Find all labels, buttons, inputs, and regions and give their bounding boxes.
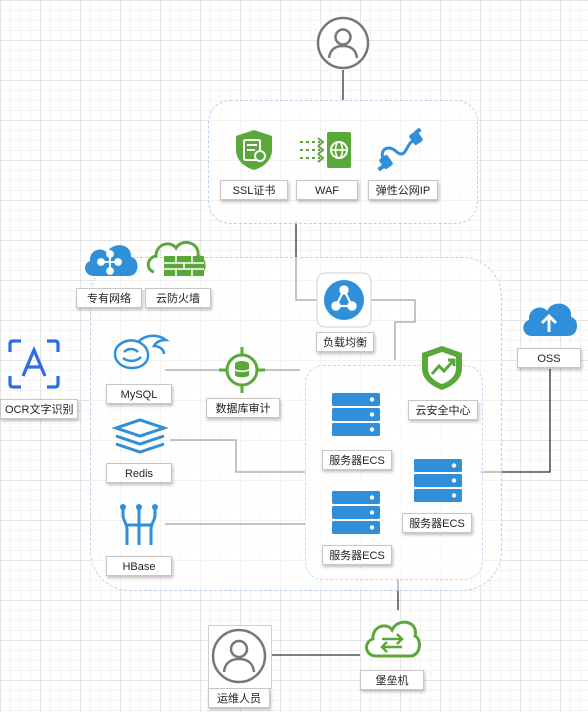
- load-balancer-label: 负载均衡: [316, 332, 374, 352]
- ecs-server-icon: [414, 459, 462, 502]
- load-balancer-icon: [316, 272, 372, 328]
- oss-icon: [523, 303, 578, 336]
- elastic-ip-icon: [377, 128, 423, 172]
- mysql-icon: [113, 334, 170, 370]
- db-audit-label: 数据库审计: [206, 398, 280, 418]
- ecs-server-icon: [332, 491, 380, 534]
- db-audit-icon: [219, 347, 265, 393]
- ssl-cert-icon: [236, 130, 272, 170]
- mysql-label: MySQL: [106, 384, 172, 404]
- ssl-cert-label: SSL证书: [220, 180, 288, 200]
- cloud-firewall-label: 云防火墙: [145, 288, 211, 308]
- bastion-host-icon: [365, 620, 421, 658]
- ecs-2-label: 服务器ECS: [402, 513, 472, 533]
- ecs-3-label: 服务器ECS: [322, 545, 392, 565]
- user-icon: [211, 628, 267, 684]
- vpc-label: 专有网络: [76, 288, 142, 308]
- ops-user-label: 运维人员: [208, 688, 270, 708]
- redis-label: Redis: [106, 463, 172, 483]
- oss-label: OSS: [517, 348, 581, 368]
- line-cluster-to-oss: [480, 369, 551, 473]
- ecs-1-label: 服务器ECS: [322, 450, 392, 470]
- user-icon: [316, 16, 370, 70]
- bastion-host-label: 堡垒机: [360, 670, 424, 690]
- waf-label: WAF: [296, 180, 358, 200]
- ocr-label: OCR文字识别: [0, 399, 78, 419]
- cloud-firewall-icon: [146, 240, 206, 276]
- ocr-icon: [8, 339, 60, 389]
- hbase-icon: [120, 504, 158, 545]
- elastic-ip-label: 弹性公网IP: [368, 180, 438, 200]
- ecs-server-icon: [332, 393, 380, 436]
- security-center-label: 云安全中心: [408, 400, 478, 420]
- security-center-icon: [422, 346, 462, 390]
- redis-icon: [112, 418, 168, 454]
- hbase-label: HBase: [106, 556, 172, 576]
- waf-icon: [300, 132, 351, 168]
- vpc-icon: [85, 245, 138, 276]
